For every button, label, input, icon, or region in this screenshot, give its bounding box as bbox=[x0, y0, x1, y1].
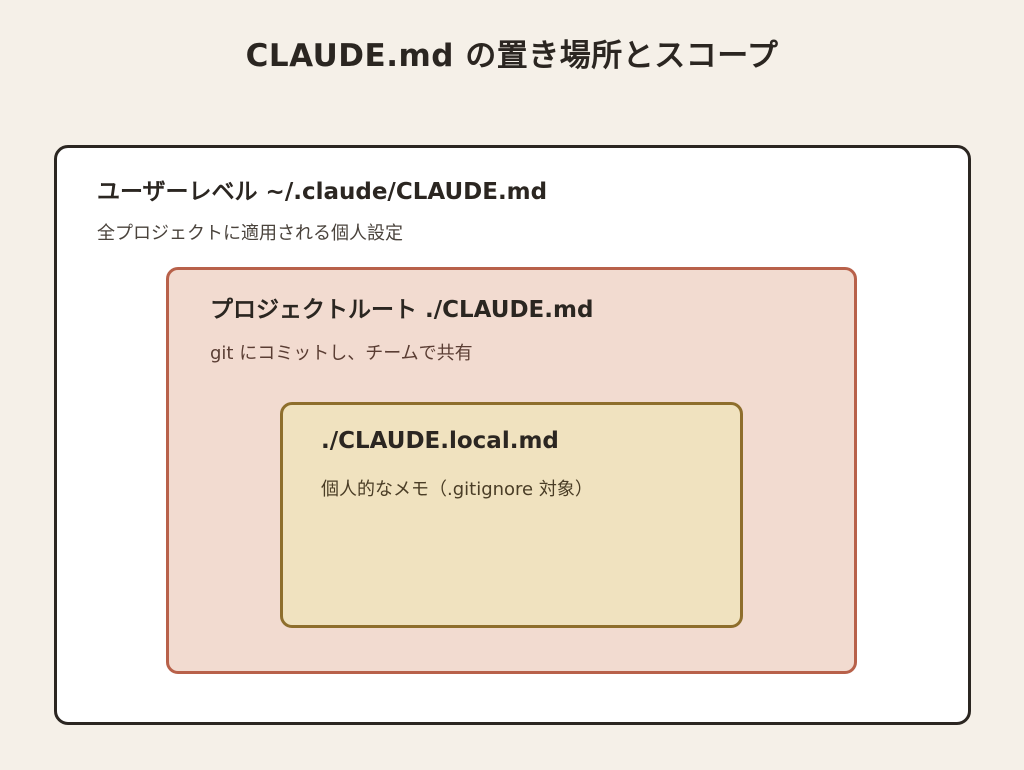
user-level-description: 全プロジェクトに適用される個人設定 bbox=[97, 223, 403, 244]
local-label: ./CLAUDE.local.md bbox=[321, 428, 559, 454]
project-root-description: git にコミットし、チームで共有 bbox=[210, 343, 473, 364]
user-level-label: ユーザーレベル ~/.claude/CLAUDE.md bbox=[97, 179, 548, 205]
project-root-label: プロジェクトルート ./CLAUDE.md bbox=[210, 297, 594, 323]
local-scope-box: ./CLAUDE.local.md 個人的なメモ（.gitignore 対象） bbox=[280, 402, 743, 628]
local-description: 個人的なメモ（.gitignore 対象） bbox=[321, 479, 593, 500]
diagram-title: CLAUDE.md の置き場所とスコープ bbox=[245, 38, 779, 74]
